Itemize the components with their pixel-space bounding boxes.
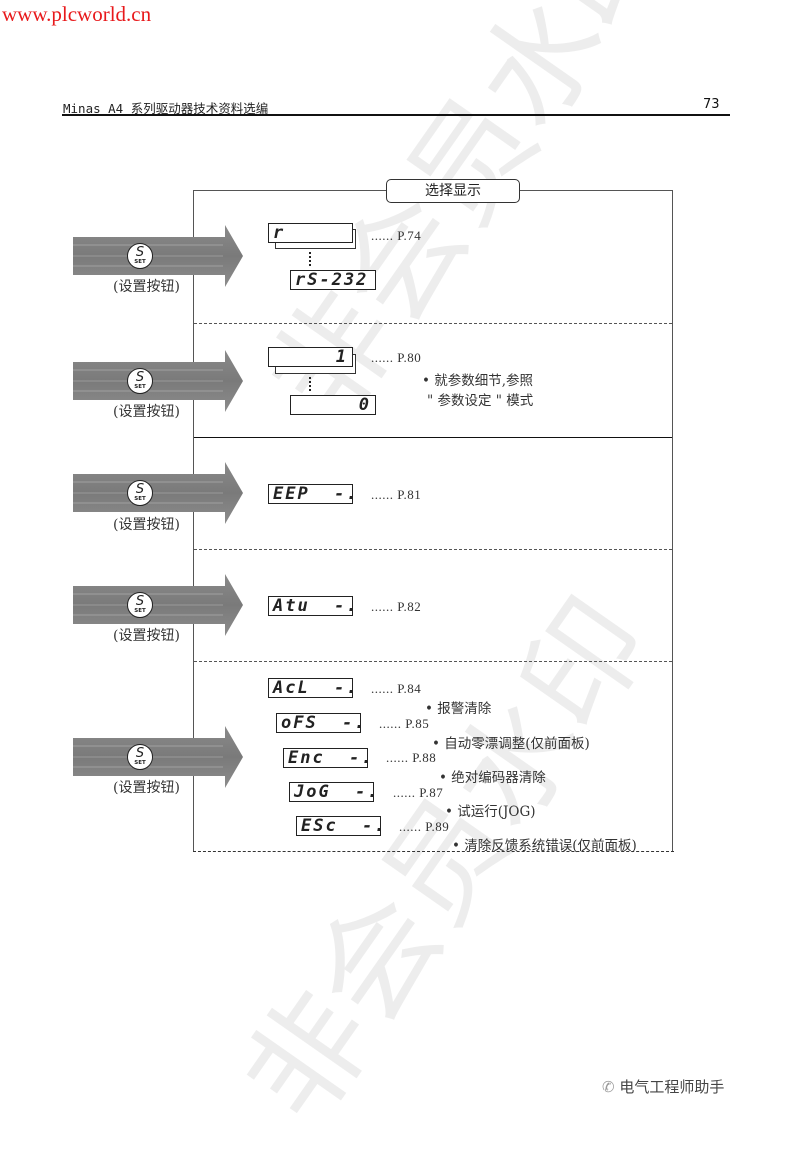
set-s-icon: S	[135, 245, 145, 260]
set-button[interactable]: S SET	[127, 368, 153, 394]
section-divider	[194, 661, 672, 662]
ellipsis-dots	[309, 377, 313, 391]
set-button-label: (设置按钮)	[113, 780, 180, 796]
wechat-badge: ✆ 电气工程师助手	[602, 1076, 724, 1097]
page-ref: ...... P.89	[399, 819, 450, 834]
set-button-sub: SET	[134, 496, 146, 502]
note-text: • 自动零漂调整(仅前面板)	[432, 736, 590, 752]
page-ref: ...... P.81	[371, 487, 422, 502]
section-divider	[194, 437, 672, 438]
lcd-display-0: 0	[290, 395, 376, 415]
set-button-sub: SET	[134, 608, 146, 614]
lcd-display-ofs: oFS -.	[276, 713, 361, 733]
lcd-display-atu: Atu -.	[268, 596, 353, 616]
lcd-display-1: 1	[268, 347, 353, 367]
note-text: • 就参数细节,参照	[422, 373, 534, 389]
page-ref: ...... P.80	[371, 350, 422, 365]
lcd-display-esc: ESc -.	[296, 816, 381, 836]
lcd-display-rs232: rS-232	[290, 270, 376, 290]
page-ref: ...... P.88	[386, 750, 437, 765]
lcd-display-jog: JoG -.	[289, 782, 374, 802]
site-watermark: www.plcworld.cn	[2, 2, 152, 26]
set-button[interactable]: S SET	[127, 592, 153, 618]
lcd-display-enc: Enc -.	[283, 748, 368, 768]
section-divider	[194, 323, 672, 324]
wechat-account-name: 电气工程师助手	[619, 1078, 725, 1096]
set-button-label: (设置按钮)	[113, 517, 180, 533]
note-text: • 绝对编码器清除	[439, 770, 546, 786]
set-button-sub: SET	[134, 760, 146, 766]
set-s-icon: S	[135, 370, 145, 385]
lcd-display-acl: AcL -.	[268, 678, 353, 698]
note-text: • 试运行(JOG)	[445, 804, 536, 820]
page-ref: ...... P.84	[371, 681, 422, 696]
set-button[interactable]: S SET	[127, 744, 153, 770]
set-button-label: (设置按钮)	[113, 404, 180, 420]
set-s-icon: S	[135, 482, 145, 497]
set-button-label: (设置按钮)	[113, 628, 180, 644]
ellipsis-dots	[309, 252, 313, 266]
page-ref: ...... P.82	[371, 599, 422, 614]
document-header-title: Minas A4 系列驱动器技术资料选编	[63, 101, 269, 116]
set-s-icon: S	[135, 594, 145, 609]
diagram-frame-bottom	[193, 851, 674, 852]
note-text: • 报警清除	[425, 701, 492, 717]
diagram-title: 选择显示	[386, 179, 520, 203]
set-button-sub: SET	[134, 384, 146, 390]
page-ref: ...... P.85	[379, 716, 430, 731]
set-button-label: (设置按钮)	[113, 279, 180, 295]
set-s-icon: S	[135, 746, 145, 761]
set-button[interactable]: S SET	[127, 243, 153, 269]
lcd-display-r0: r 0	[268, 223, 353, 243]
set-button[interactable]: S SET	[127, 480, 153, 506]
set-button-sub: SET	[134, 259, 146, 265]
page-number: 73	[703, 97, 720, 112]
note-text: • 清除反馈系统错误(仅前面板)	[452, 838, 637, 854]
section-divider	[194, 549, 672, 550]
note-text: " 参数设定 " 模式	[427, 393, 534, 409]
lcd-display-eep: EEP -.	[268, 484, 353, 504]
page-ref: ...... P.87	[393, 785, 444, 800]
header-rule	[62, 114, 730, 116]
page-ref: ...... P.74	[371, 228, 422, 243]
wechat-icon: ✆	[602, 1078, 620, 1096]
